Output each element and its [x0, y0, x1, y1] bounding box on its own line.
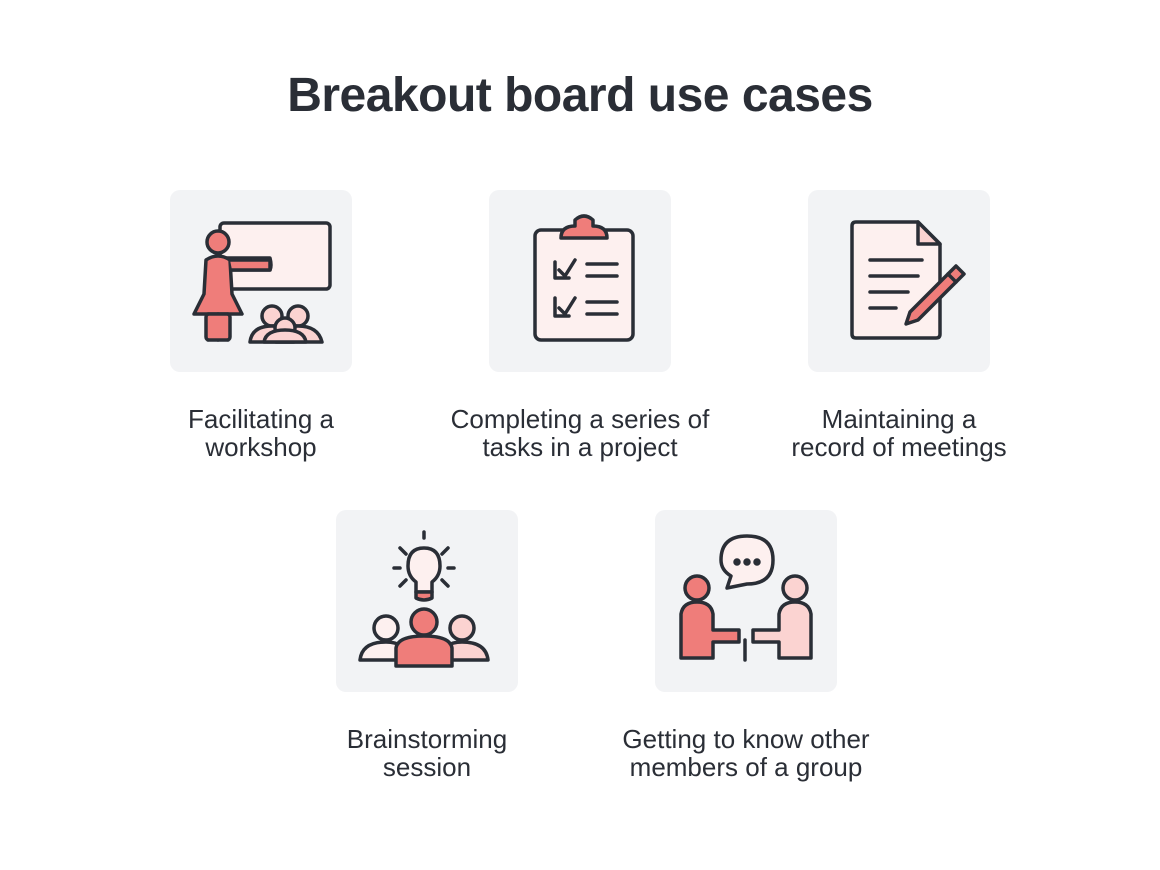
use-case-card-tasks — [489, 190, 671, 372]
page-title: Breakout board use cases — [287, 69, 873, 122]
document-pencil-icon — [850, 220, 966, 340]
two-people-chat-icon — [679, 534, 813, 662]
use-case-card-brainstorming — [336, 510, 518, 692]
clipboard-checklist-icon — [533, 214, 635, 342]
lightbulb-group-icon — [358, 530, 490, 668]
presentation-teacher-icon — [192, 221, 332, 344]
use-case-card-meetings — [808, 190, 990, 372]
use-case-card-get-to-know — [655, 510, 837, 692]
use-case-card-workshop — [170, 190, 352, 372]
